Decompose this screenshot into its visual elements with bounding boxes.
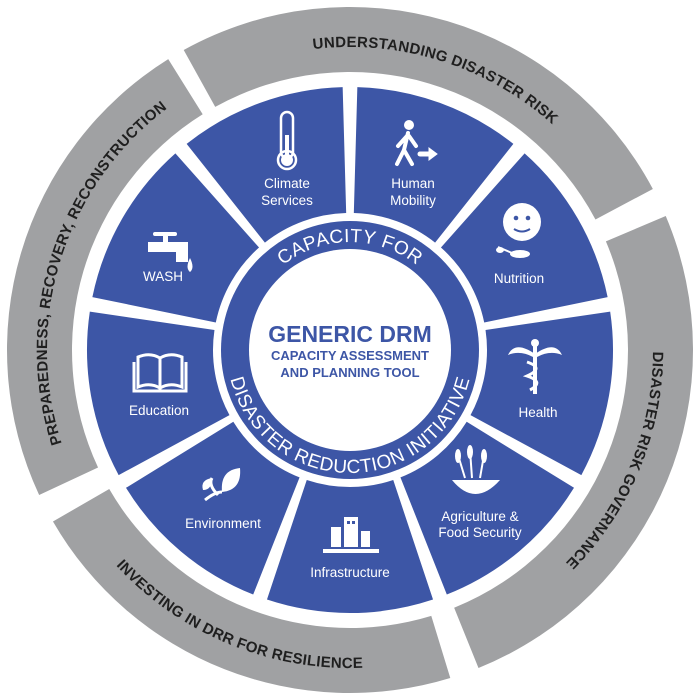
segment-health bbox=[470, 311, 613, 476]
walking-person-arrow-icon bbox=[395, 120, 438, 166]
pillar-governance bbox=[454, 215, 693, 669]
segment-label-nutrition: Nutrition bbox=[494, 271, 544, 286]
sector-segments bbox=[87, 87, 613, 613]
segment-human-mobility bbox=[353, 87, 514, 243]
segment-education bbox=[87, 311, 230, 476]
leaf-icon bbox=[202, 468, 241, 502]
thermometer-icon bbox=[276, 110, 298, 171]
segment-wash bbox=[92, 153, 260, 323]
segment-label-wash: WASH bbox=[143, 269, 183, 284]
center-subtitle-1: CAPACITY ASSESSMENT bbox=[271, 348, 429, 363]
center-circle bbox=[249, 249, 451, 451]
outer-pillar-ring bbox=[6, 6, 693, 693]
segment-label-education: Education bbox=[129, 403, 189, 418]
center-subtitle-2: AND PLANNING TOOL bbox=[280, 365, 419, 380]
pillar-preparedness bbox=[6, 59, 203, 495]
segment-label-environment: Environment bbox=[185, 516, 261, 531]
book-icon bbox=[132, 353, 188, 393]
pillar-understanding-risk bbox=[183, 6, 653, 220]
center-title: GENERIC DRM bbox=[268, 321, 432, 347]
segment-agriculture bbox=[400, 421, 575, 595]
wheat-bowl-icon bbox=[452, 445, 500, 494]
segment-label-health: Health bbox=[518, 405, 557, 420]
buildings-icon bbox=[323, 517, 379, 553]
pillar-investing bbox=[52, 489, 451, 693]
segment-label-infrastructure: Infrastructure bbox=[310, 565, 390, 580]
face-spoon-icon bbox=[496, 203, 541, 258]
caduceus-icon bbox=[508, 339, 562, 394]
segment-environment bbox=[125, 421, 300, 595]
segment-climate-services bbox=[186, 87, 347, 243]
tap-drop-icon bbox=[148, 232, 193, 272]
segment-label-agriculture: Agriculture &Food Security bbox=[438, 509, 522, 540]
